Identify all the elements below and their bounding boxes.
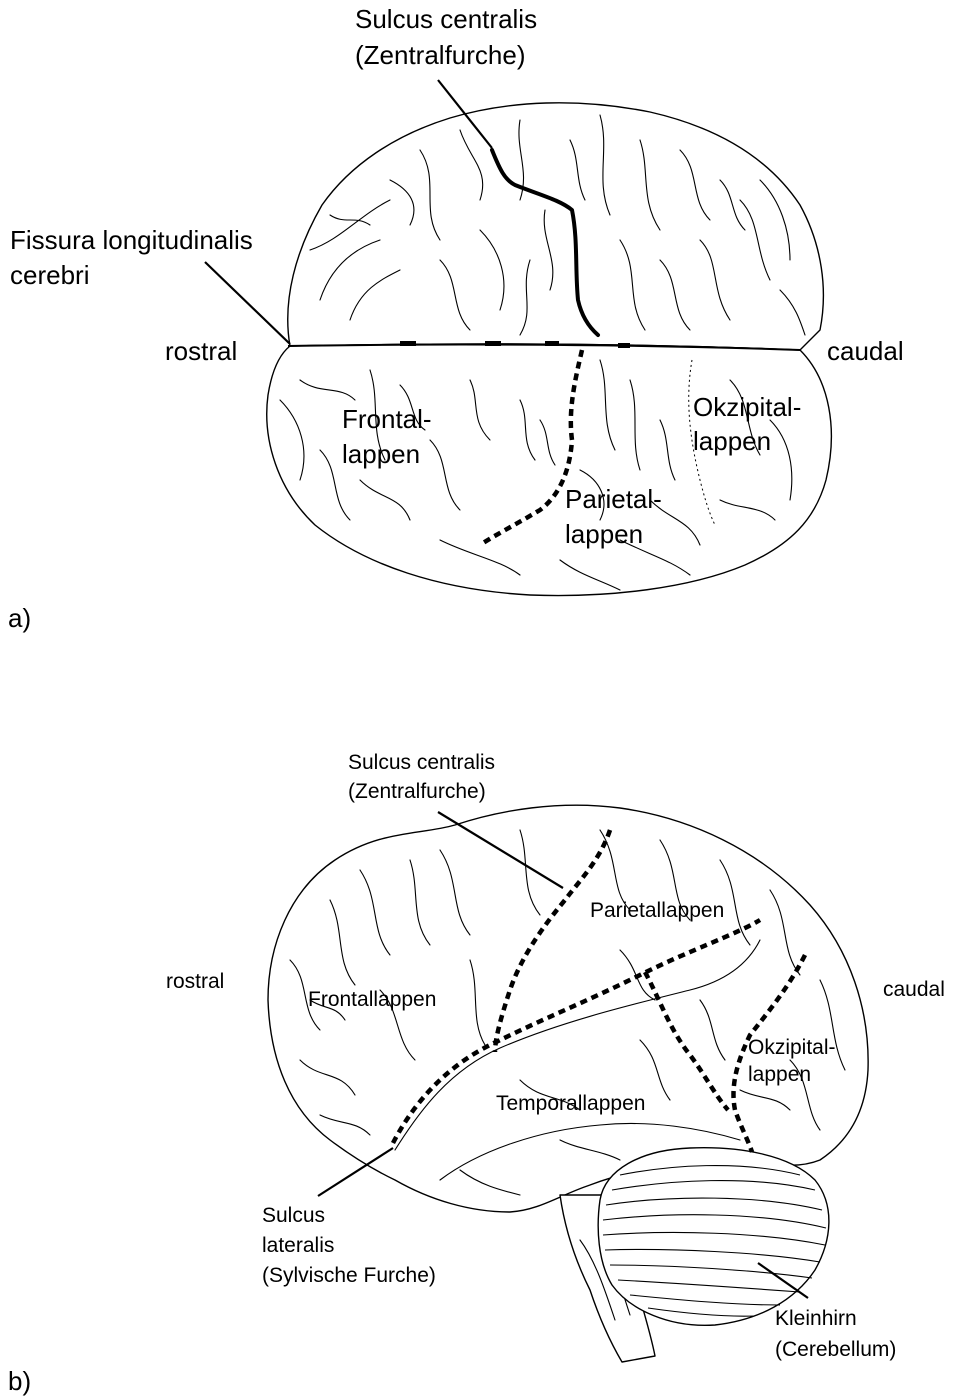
occipital-lobe-label-a-line2: lappen bbox=[693, 426, 771, 456]
sulcus-lateralis-label-line3: (Sylvische Furche) bbox=[262, 1264, 436, 1287]
lobe-boundary-dotted-1 bbox=[643, 970, 730, 1112]
central-sulcus-dotted bbox=[478, 349, 585, 547]
fissura-pointer bbox=[204, 261, 291, 345]
lobe-boundary-dotted-2 bbox=[731, 953, 808, 1153]
fissura-marks bbox=[400, 341, 630, 348]
occipital-lobe-label-b-line2: lappen bbox=[748, 1063, 811, 1086]
lower-gyri bbox=[279, 359, 793, 591]
sulcus-lateralis-label-line1: Sulcus bbox=[262, 1204, 325, 1227]
frontal-lobe-label-a-line1: Frontal- bbox=[342, 404, 432, 434]
panel-label-a: a) bbox=[8, 603, 31, 633]
side-gyri bbox=[289, 829, 846, 1196]
parietal-lobe-label-b: Parietallappen bbox=[590, 899, 724, 922]
central-sulcus-line bbox=[490, 148, 600, 337]
temporal-lobe-lower-contour bbox=[439, 1122, 741, 1181]
parietal-lobe-label-a-line1: Parietal- bbox=[565, 484, 662, 514]
sulcus-lateralis-label-line2: lateralis bbox=[262, 1234, 334, 1257]
frontal-lobe-label-b: Frontallappen bbox=[308, 988, 436, 1011]
side-view-diagram: Sulcus centralis (Zentralfurche) rostral… bbox=[8, 751, 945, 1396]
central-sulcus-b bbox=[492, 829, 613, 1053]
temporal-lobe-label-b: Temporallappen bbox=[496, 1092, 645, 1115]
rostral-label-b: rostral bbox=[166, 970, 224, 993]
cerebellum-label-line1: Kleinhirn bbox=[775, 1307, 857, 1330]
fissura-label-line1: Fissura longitudinalis bbox=[10, 225, 253, 255]
temporal-lobe-contour bbox=[394, 939, 761, 1151]
upper-hemisphere-outline bbox=[287, 102, 825, 351]
upper-gyri bbox=[309, 114, 806, 336]
parieto-occipital-boundary bbox=[688, 359, 716, 526]
sulcus-lateralis-pointer bbox=[317, 1147, 394, 1197]
cerebrum-outline bbox=[267, 804, 869, 1213]
cerebellum-folia bbox=[602, 1165, 827, 1317]
occipital-lobe-label-b-line1: Okzipital- bbox=[748, 1036, 836, 1059]
cerebellum-pointer bbox=[757, 1262, 809, 1299]
rostral-label-a: rostral bbox=[165, 336, 237, 366]
caudal-label-a: caudal bbox=[827, 336, 904, 366]
lower-hemisphere-outline bbox=[266, 343, 833, 597]
fissura-label-line2: cerebri bbox=[10, 260, 89, 290]
fissura-line bbox=[287, 343, 801, 351]
sulcus-centralis-pointer-b bbox=[437, 811, 564, 889]
occipital-lobe-label-a-line1: Okzipital- bbox=[693, 392, 801, 422]
sulcus-centralis-label-b-line1: Sulcus centralis bbox=[348, 751, 495, 774]
lateral-sulcus-b bbox=[391, 918, 762, 1145]
frontal-lobe-label-a-line2: lappen bbox=[342, 439, 420, 469]
top-view-diagram: Sulcus centralis (Zentralfurche) Fissura… bbox=[8, 4, 904, 633]
cerebellum-label-line2: (Cerebellum) bbox=[775, 1338, 896, 1361]
panel-label-b: b) bbox=[8, 1366, 31, 1396]
sulcus-centralis-label-b-line2: (Zentralfurche) bbox=[348, 780, 486, 803]
sulcus-centralis-label-a-line2: (Zentralfurche) bbox=[355, 40, 526, 70]
sulcus-centralis-pointer bbox=[437, 79, 493, 149]
cerebellum-outline bbox=[597, 1147, 830, 1327]
caudal-label-b: caudal bbox=[883, 978, 945, 1001]
sulcus-centralis-label-a-line1: Sulcus centralis bbox=[355, 4, 537, 34]
parietal-lobe-label-a-line2: lappen bbox=[565, 519, 643, 549]
